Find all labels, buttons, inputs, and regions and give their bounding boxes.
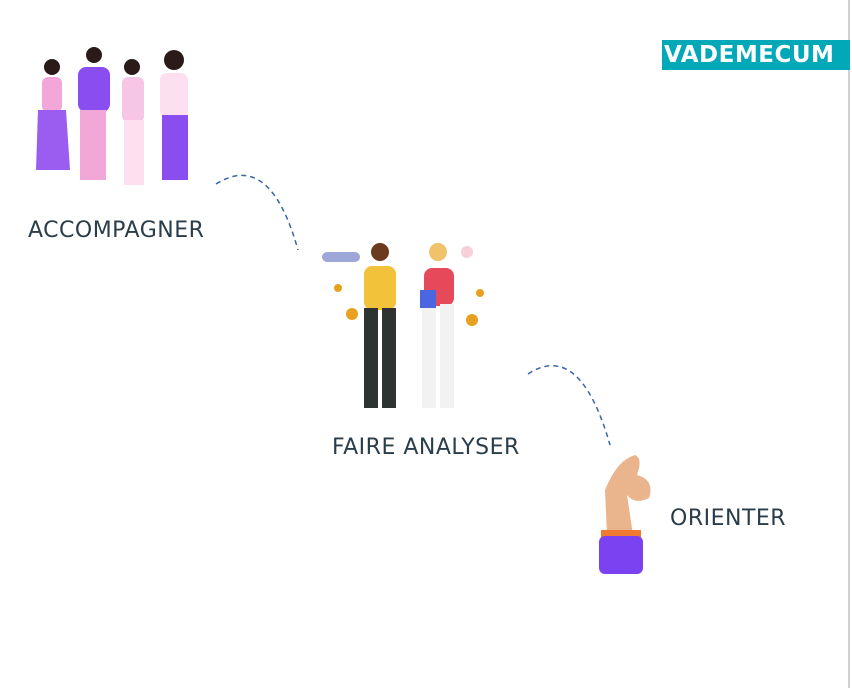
- page-edge: [848, 0, 850, 688]
- dashed-arc-connector: [527, 364, 611, 446]
- group-of-people-illustration: [36, 47, 188, 185]
- two-people-talking-illustration: [322, 243, 484, 408]
- step-label-orienter: ORIENTER: [670, 506, 787, 531]
- step-label-faire-analyser: FAIRE ANALYSER: [332, 435, 520, 460]
- vademecum-badge: VADEMECUM: [662, 40, 850, 70]
- dashed-arc-connector: [215, 174, 299, 251]
- hand-gesture-illustration: [599, 455, 651, 574]
- step-label-accompagner: ACCOMPAGNER: [28, 218, 205, 243]
